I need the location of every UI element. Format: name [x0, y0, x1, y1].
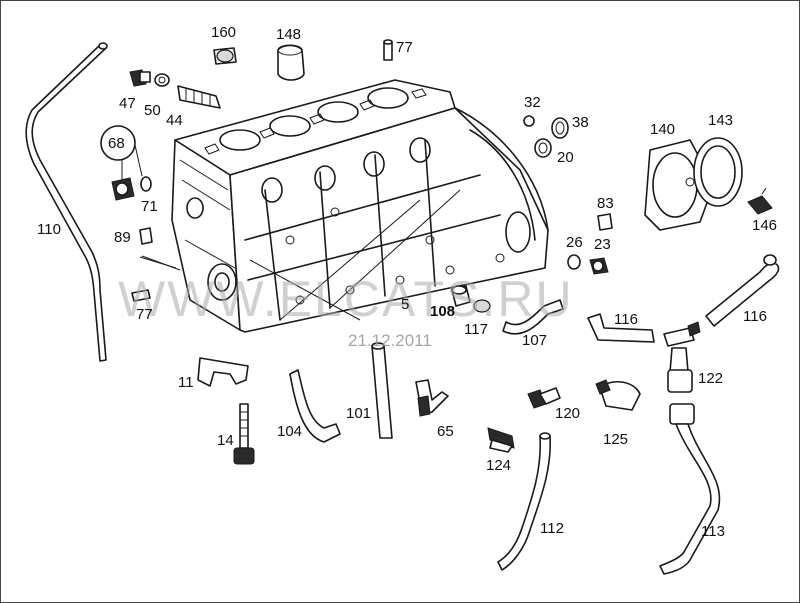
screw-146 [747, 187, 773, 215]
plug-23 [589, 257, 609, 275]
dowel-pin-77 [383, 39, 393, 61]
label-143: 143 [708, 112, 734, 129]
label-124: 124 [486, 457, 512, 474]
label-122: 122 [698, 370, 724, 387]
label-38: 38 [572, 114, 589, 131]
seal-ring-143 [693, 137, 743, 207]
label-65: 65 [437, 423, 454, 440]
label-32: 32 [524, 94, 541, 111]
t-piece [663, 321, 701, 347]
label-116-right: 116 [743, 308, 767, 325]
label-71: 71 [141, 198, 158, 215]
hose-116-left [587, 313, 655, 343]
label-11: 11 [178, 374, 194, 391]
hose-112 [497, 432, 551, 571]
label-107: 107 [522, 332, 548, 349]
label-117: 117 [464, 321, 488, 338]
label-77-low: 77 [136, 306, 153, 323]
label-50: 50 [144, 102, 161, 119]
bolt-14 [233, 403, 255, 465]
label-108: 108 [430, 303, 456, 320]
ring-26 [567, 254, 581, 270]
label-116-left: 116 [614, 311, 638, 328]
label-125: 125 [603, 431, 629, 448]
connector-120 [527, 387, 561, 409]
label-101: 101 [346, 405, 372, 422]
ring-32 [523, 115, 535, 127]
watermark-date: 21.12.2011 [348, 331, 432, 350]
engine-block [171, 79, 549, 333]
hose-104 [289, 369, 341, 443]
label-140: 140 [650, 121, 676, 138]
label-68: 68 [108, 135, 125, 152]
nozzle-44 [177, 85, 221, 109]
seal-ring-71 [140, 176, 152, 192]
label-146: 146 [752, 217, 778, 234]
plug-47 [129, 69, 151, 87]
label-104: 104 [277, 423, 303, 440]
bracket-11 [197, 357, 249, 387]
sender-unit-68 [111, 177, 135, 201]
label-77-top: 77 [396, 39, 413, 56]
label-83: 83 [597, 195, 614, 212]
leader-lines [139, 256, 177, 269]
plug-160 [213, 47, 237, 65]
hose-116-right [705, 254, 780, 327]
label-47: 47 [119, 95, 136, 112]
bracket-124 [487, 427, 515, 453]
label-44: 44 [166, 112, 183, 129]
seal-108 [451, 285, 471, 307]
label-26: 26 [566, 234, 583, 251]
label-112: 112 [540, 520, 564, 537]
seal-ring-50 [154, 73, 170, 87]
cover-148 [277, 44, 305, 81]
bushing-20 [534, 138, 552, 158]
sleeve-83 [597, 213, 613, 231]
tube-101 [371, 342, 393, 439]
label-120: 120 [555, 405, 581, 422]
callout-68 [100, 125, 143, 180]
valve-125 [595, 379, 641, 411]
label-20: 20 [557, 149, 574, 166]
watermark: WWW.ELCATS.RU [118, 271, 574, 327]
label-113: 113 [701, 523, 725, 540]
label-110: 110 [37, 221, 61, 238]
label-160: 160 [211, 24, 237, 41]
seal-38 [551, 117, 569, 139]
hose-113 [659, 403, 721, 575]
label-23: 23 [594, 236, 611, 253]
dipstick-tube-110 [25, 42, 108, 362]
label-14: 14 [217, 432, 234, 449]
cap-89 [139, 227, 181, 271]
clip-117 [473, 299, 491, 313]
dowel-pin-77-lower [131, 289, 151, 302]
label-89: 89 [114, 229, 131, 246]
label-5: 5 [401, 296, 410, 313]
hose-107 [502, 299, 564, 335]
connector-122 [667, 347, 693, 393]
sensor-65 [415, 379, 449, 417]
label-148: 148 [276, 26, 302, 43]
